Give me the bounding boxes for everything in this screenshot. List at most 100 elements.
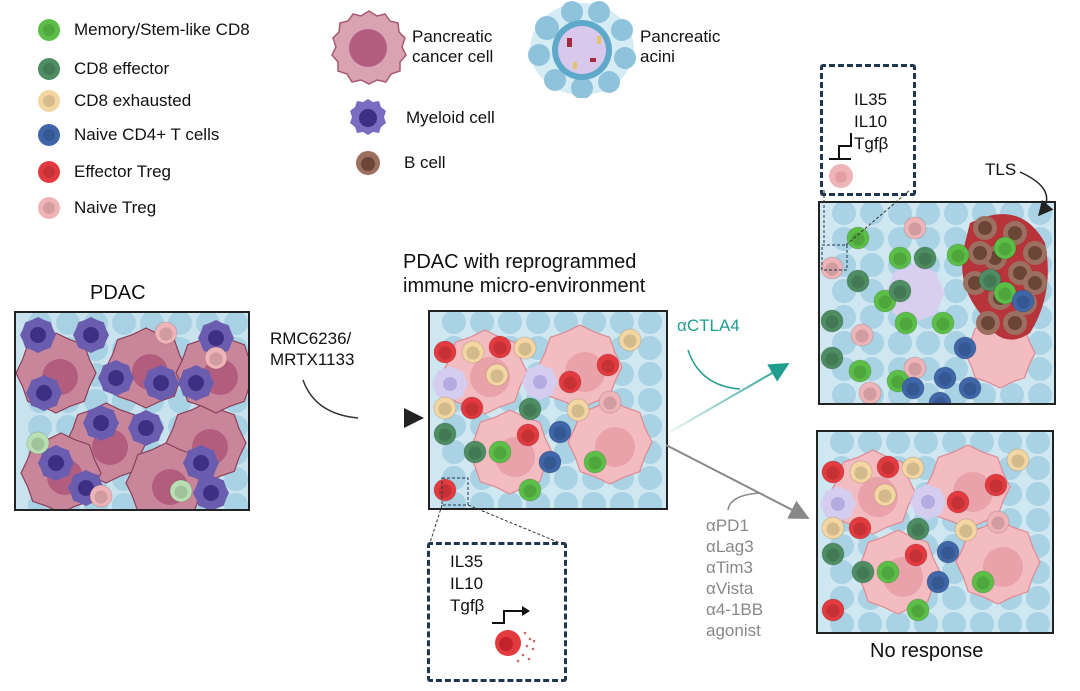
t-cell <box>821 460 845 484</box>
no-response-tissue <box>820 432 1050 632</box>
zoom-connector <box>429 504 443 544</box>
t-cell <box>851 560 875 584</box>
t-cell <box>548 420 572 444</box>
t-cell <box>558 370 582 394</box>
legend-item-effector-treg: Effector Treg <box>38 161 171 183</box>
t-cell <box>946 243 970 267</box>
drug-item: α4-1BB <box>706 600 764 619</box>
t-cell <box>1011 289 1035 313</box>
t-cell <box>906 517 930 541</box>
legend-label: Memory/Stem-like CD8 <box>74 20 250 39</box>
t-cell <box>946 490 970 514</box>
t-cell <box>928 391 952 403</box>
no-response-panel <box>816 430 1054 634</box>
t-cell <box>931 311 955 335</box>
drug-item: agonist <box>706 621 761 640</box>
t-cell <box>821 598 845 622</box>
t-cell <box>894 311 918 335</box>
legend-item-cd8-exhausted: CD8 exhausted <box>38 90 191 112</box>
t-cell <box>913 246 937 270</box>
t-cell <box>485 363 509 387</box>
ctla4-arrow <box>669 362 790 433</box>
t-cell <box>596 353 620 377</box>
reprogrammed-title: PDAC with reprogrammed immune micro-envi… <box>403 251 646 297</box>
t-cell <box>821 516 845 540</box>
t-cell <box>954 518 978 542</box>
t-cell <box>993 236 1017 260</box>
drug-item: αPD1 <box>706 516 749 535</box>
tls-tissue <box>820 203 1052 403</box>
t-cell <box>460 396 484 420</box>
kras-inhibitor-label: RMC6236/ MRTX1133 <box>270 329 355 369</box>
myeloid-cell-label: Myeloid cell <box>406 108 495 127</box>
t-cell <box>848 359 872 383</box>
kras-arrow-branch <box>302 379 359 419</box>
naive-cytokines: IL35 IL10 Tgfβ <box>854 90 889 153</box>
t-cell <box>433 422 457 446</box>
t-cell <box>971 570 995 594</box>
checkpoint-arrow-branch <box>727 492 761 511</box>
checkpoint-arrow <box>665 444 810 519</box>
t-cell <box>516 423 540 447</box>
legend-label: CD8 exhausted <box>74 91 192 110</box>
t-cell <box>888 246 912 270</box>
t-cell <box>433 396 457 420</box>
t-cell <box>858 381 882 403</box>
drug-item: αVista <box>706 579 754 598</box>
t-cell <box>169 479 193 503</box>
t-cell <box>821 542 845 566</box>
t-cell <box>848 516 872 540</box>
t-cell <box>936 540 960 564</box>
t-cell <box>993 281 1017 305</box>
t-cell <box>926 570 950 594</box>
legend-item-cd8-effector: CD8 effector <box>38 58 169 80</box>
t-cell <box>820 346 844 370</box>
b-cell-icon <box>356 151 380 175</box>
naive-treg-icon <box>38 197 60 219</box>
t-cell <box>888 279 912 303</box>
effector-treg-zoom-box: IL35 IL10 Tgfβ <box>427 542 567 682</box>
t-cell <box>26 431 50 455</box>
t-cell <box>518 397 542 421</box>
promoter-repression-icon <box>829 133 853 188</box>
t-cell <box>1006 448 1030 472</box>
pdac-panel <box>14 311 250 511</box>
legend-label: Effector Treg <box>74 162 172 181</box>
effector-cytokines: IL35 IL10 Tgfβ <box>450 552 485 615</box>
t-cell <box>849 460 873 484</box>
ctla4-response-panel <box>818 201 1056 405</box>
t-cell <box>488 335 512 359</box>
t-cell <box>488 440 512 464</box>
legend-label: CD8 effector <box>74 59 170 78</box>
naive-cd4-icon <box>38 124 60 146</box>
t-cell <box>846 269 870 293</box>
cancer-cell-icon <box>331 10 407 85</box>
t-cell <box>953 336 977 360</box>
zoom-connector <box>467 504 561 544</box>
pdac-title: PDAC <box>90 282 146 304</box>
myeloid-cell-icon <box>350 99 386 135</box>
t-cell <box>513 336 537 360</box>
t-cell <box>89 484 113 508</box>
memory-cd8-icon <box>38 19 60 41</box>
t-cell <box>978 268 1002 292</box>
t-cell <box>463 440 487 464</box>
t-cell <box>850 323 874 347</box>
tls-label: TLS <box>985 160 1017 179</box>
myeloid-cell <box>885 263 945 323</box>
cancer-cell-label: Pancreatic cancer cell <box>412 27 494 66</box>
t-cell <box>618 328 642 352</box>
t-cell <box>433 340 457 364</box>
t-cell <box>876 560 900 584</box>
no-response-label: No response <box>870 640 984 662</box>
t-cell <box>873 483 897 507</box>
t-cell <box>566 398 590 422</box>
t-cell <box>204 346 228 370</box>
t-cell <box>598 390 622 414</box>
t-cell <box>846 226 870 250</box>
reprogrammed-panel <box>428 310 668 510</box>
ctla4-arrow-branch <box>687 349 741 390</box>
t-cell <box>461 340 485 364</box>
t-cell <box>538 450 562 474</box>
legend-label: Naive CD4+ T cells <box>74 125 220 144</box>
